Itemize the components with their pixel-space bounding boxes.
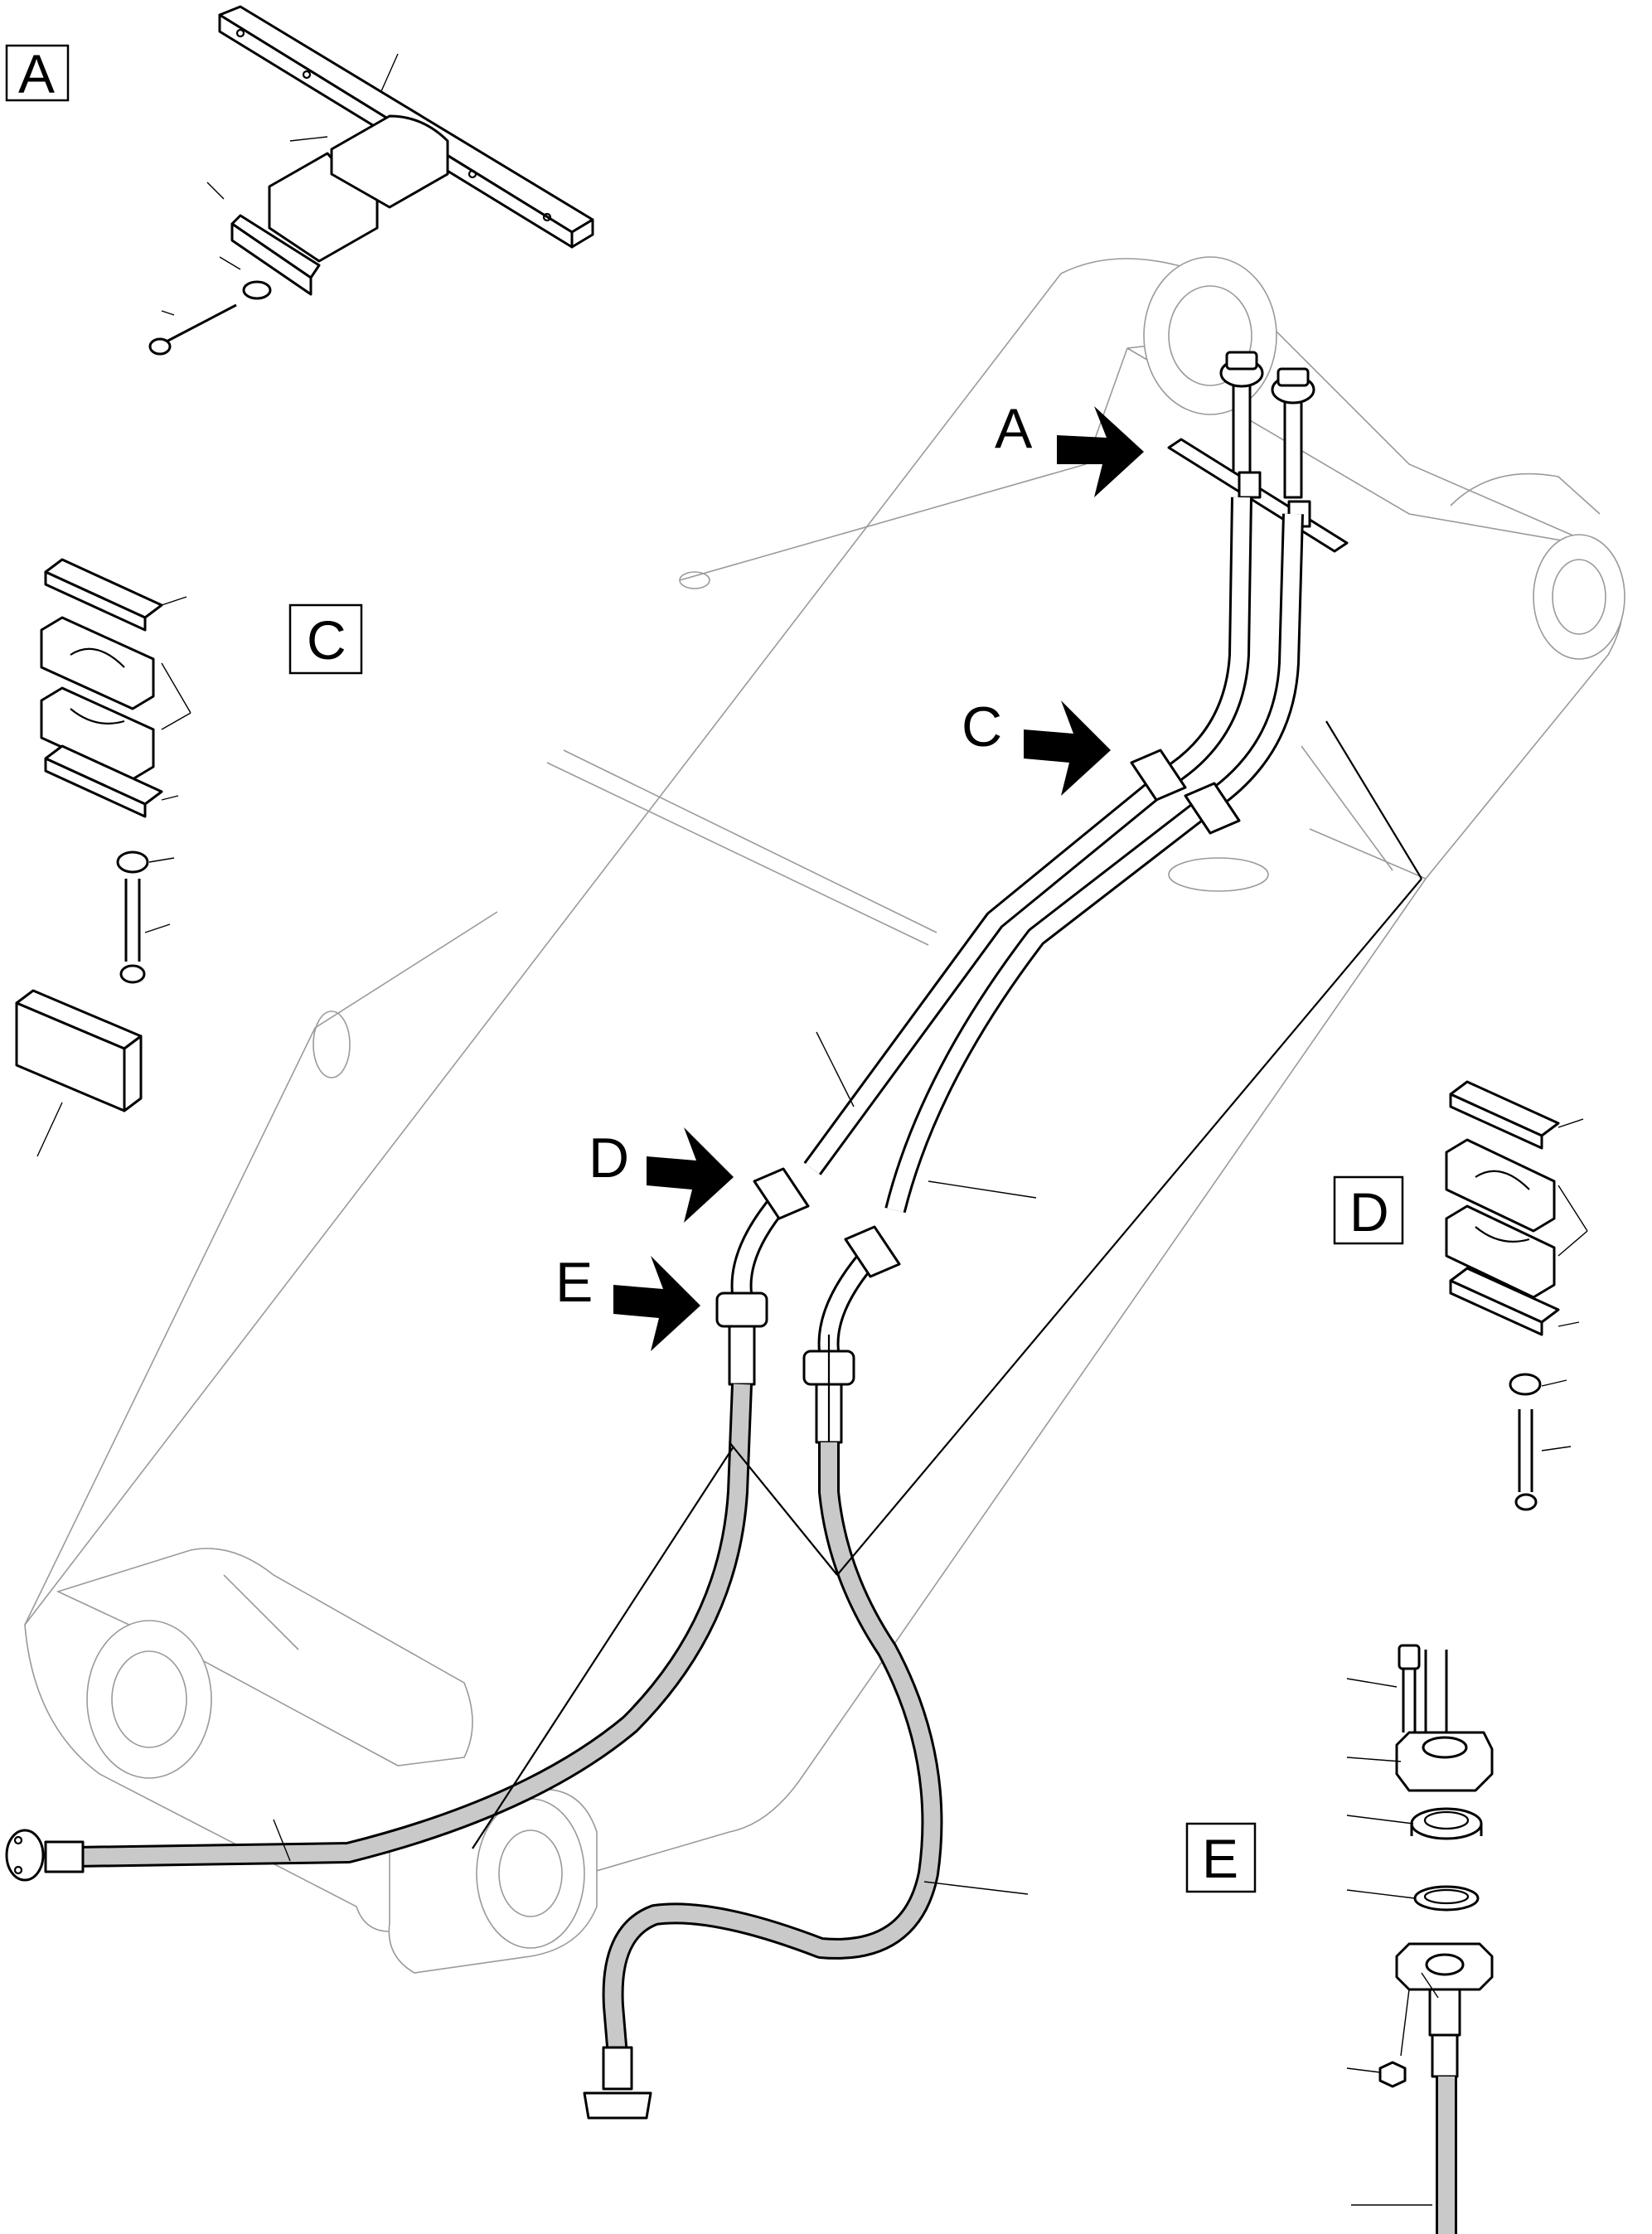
callout-letter: A	[995, 397, 1033, 460]
hose-end-left	[5, 1829, 85, 1882]
clamp-d-1	[753, 1167, 810, 1220]
clamp-d-2	[844, 1225, 901, 1278]
detail-d: D	[1333, 1080, 1588, 1511]
callout-letter: D	[589, 1127, 629, 1190]
callout-letter: C	[962, 695, 1002, 758]
arrow-right-icon	[1057, 406, 1144, 497]
callout-letter: E	[555, 1251, 593, 1314]
arrow-right-icon	[1024, 700, 1111, 796]
clamp-c-2	[1184, 782, 1241, 835]
boom-arm	[24, 256, 1625, 1974]
arrow-right-icon	[647, 1127, 734, 1223]
arrow-right-icon	[613, 1256, 700, 1351]
flange-e-1	[715, 1291, 768, 1328]
detail-e: E	[1185, 1644, 1494, 2234]
hose-end-bottom	[583, 2046, 652, 2120]
clamp-c-1	[1130, 749, 1187, 802]
detail-c: C	[15, 558, 363, 1157]
callout-a: A	[995, 397, 1144, 497]
callout-c: C	[962, 695, 1111, 796]
detail-a-label: A	[18, 43, 55, 104]
detail-c-label: C	[307, 609, 346, 671]
detail-a: A	[5, 5, 594, 356]
boom-foot-lug	[56, 1548, 473, 1779]
detail-e-label: E	[1202, 1828, 1238, 1889]
callout-d: D	[589, 1127, 734, 1223]
boom-top-lug	[1143, 256, 1625, 660]
callout-e: E	[555, 1251, 700, 1351]
pipe-routing	[5, 351, 1422, 2120]
detail-d-label: D	[1349, 1181, 1389, 1243]
